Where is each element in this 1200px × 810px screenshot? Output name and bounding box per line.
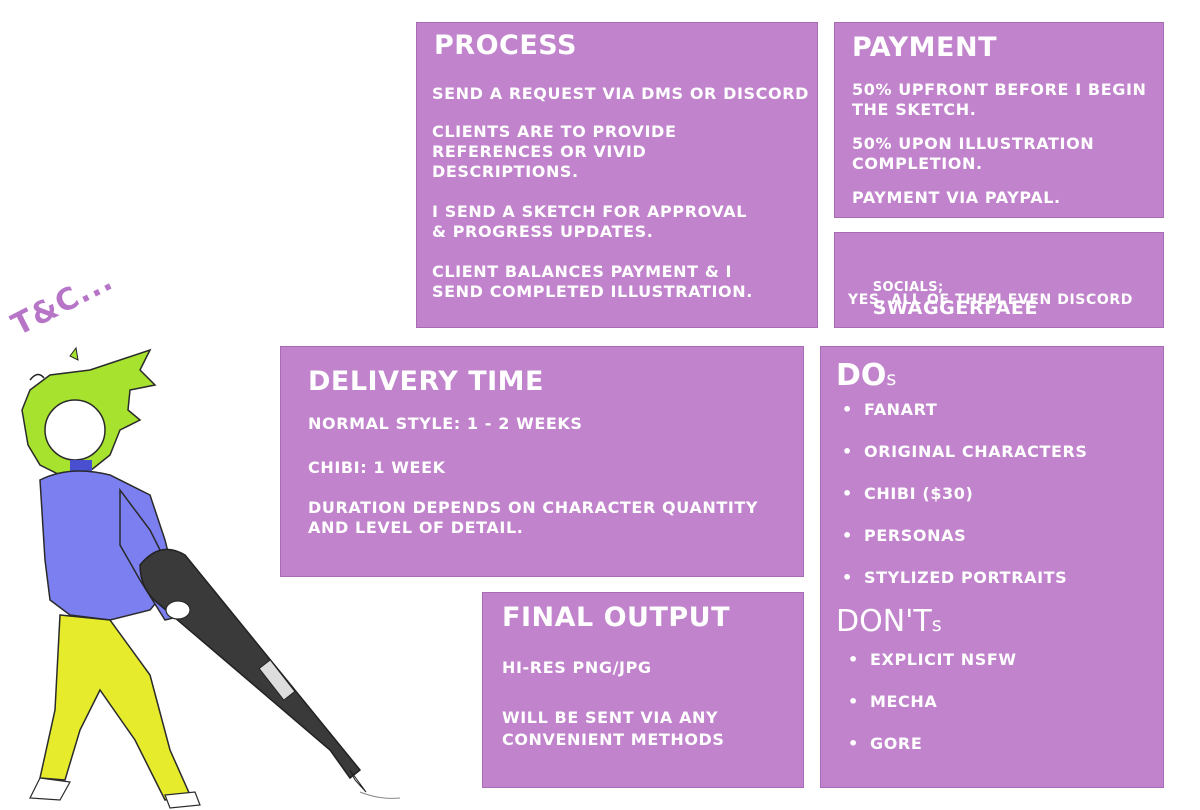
delivery-line: AND LEVEL OF DETAIL. xyxy=(308,518,524,537)
dos-item: •ORIGINAL CHARACTERS xyxy=(842,442,1088,461)
process-line: & PROGRESS UPDATES. xyxy=(432,222,654,241)
dos-item: •STYLIZED PORTRAITS xyxy=(842,568,1068,587)
dos-donts-panel: DOs •FANART •ORIGINAL CHARACTERS •CHIBI … xyxy=(818,344,1166,790)
payment-title: PAYMENT xyxy=(852,32,997,63)
dos-heading-main: DO xyxy=(836,358,887,393)
final-output-panel: FINAL OUTPUT HI-RES PNG/JPG WILL BE SENT… xyxy=(480,590,806,790)
process-title: PROCESS xyxy=(434,30,577,61)
dos-item: •CHIBI ($30) xyxy=(842,484,974,503)
dos-heading: DOs xyxy=(836,358,896,393)
final-output-line: HI-RES PNG/JPG xyxy=(502,658,652,677)
delivery-line: NORMAL STYLE: 1 - 2 WEEKS xyxy=(308,414,583,433)
payment-line: THE SKETCH. xyxy=(852,100,977,119)
final-output-title: FINAL OUTPUT xyxy=(502,602,731,633)
final-output-line: WILL BE SENT VIA ANY xyxy=(502,708,719,727)
process-line: DESCRIPTIONS. xyxy=(432,162,579,181)
process-line: CLIENT BALANCES PAYMENT & I xyxy=(432,262,733,281)
payment-line: 50% UPFRONT BEFORE I BEGIN xyxy=(852,80,1147,99)
delivery-line: DURATION DEPENDS ON CHARACTER QUANTITY xyxy=(308,498,759,517)
payment-panel: PAYMENT 50% UPFRONT BEFORE I BEGIN THE S… xyxy=(832,20,1166,220)
process-line: SEND A REQUEST VIA DMS OR DISCORD xyxy=(432,84,810,103)
donts-heading-suffix: s xyxy=(931,614,942,636)
delivery-line: CHIBI: 1 WEEK xyxy=(308,458,446,477)
process-line: CLIENTS ARE TO PROVIDE xyxy=(432,122,677,141)
payment-line: COMPLETION. xyxy=(852,154,983,173)
socials-panel: socials; SWAGGERFAEE YES, ALL OF THEM EV… xyxy=(832,230,1166,330)
socials-note: YES, ALL OF THEM EVEN DISCORD xyxy=(848,292,1133,308)
payment-line: PAYMENT VIA PAYPAL. xyxy=(852,188,1061,207)
donts-item: •EXPLICIT NSFW xyxy=(848,650,1017,669)
dos-item: •FANART xyxy=(842,400,938,419)
process-line: I SEND A SKETCH FOR APPROVAL xyxy=(432,202,748,221)
delivery-panel: DELIVERY TIME NORMAL STYLE: 1 - 2 WEEKS … xyxy=(278,344,806,579)
process-panel: PROCESS SEND A REQUEST VIA DMS OR DISCOR… xyxy=(414,20,820,330)
donts-heading-main: DON'T xyxy=(836,604,932,639)
donts-item: •MECHA xyxy=(848,692,938,711)
donts-item: •GORE xyxy=(848,734,923,753)
dos-item: •PERSONAS xyxy=(842,526,967,545)
donts-heading: DON'Ts xyxy=(836,604,942,639)
socials-handle: SWAGGERFAEE xyxy=(872,297,1039,319)
process-line: REFERENCES OR VIVID xyxy=(432,142,647,161)
character-illustration xyxy=(21,346,400,809)
socials-label: socials; xyxy=(872,280,944,295)
payment-line: 50% UPON ILLUSTRATION xyxy=(852,134,1095,153)
dos-heading-suffix: s xyxy=(886,368,897,390)
final-output-line: CONVENIENT METHODS xyxy=(502,730,725,749)
socials-heading: socials; SWAGGERFAEE xyxy=(848,256,1038,339)
process-line: SEND COMPLETED ILLUSTRATION. xyxy=(432,282,753,301)
delivery-title: DELIVERY TIME xyxy=(308,366,544,397)
